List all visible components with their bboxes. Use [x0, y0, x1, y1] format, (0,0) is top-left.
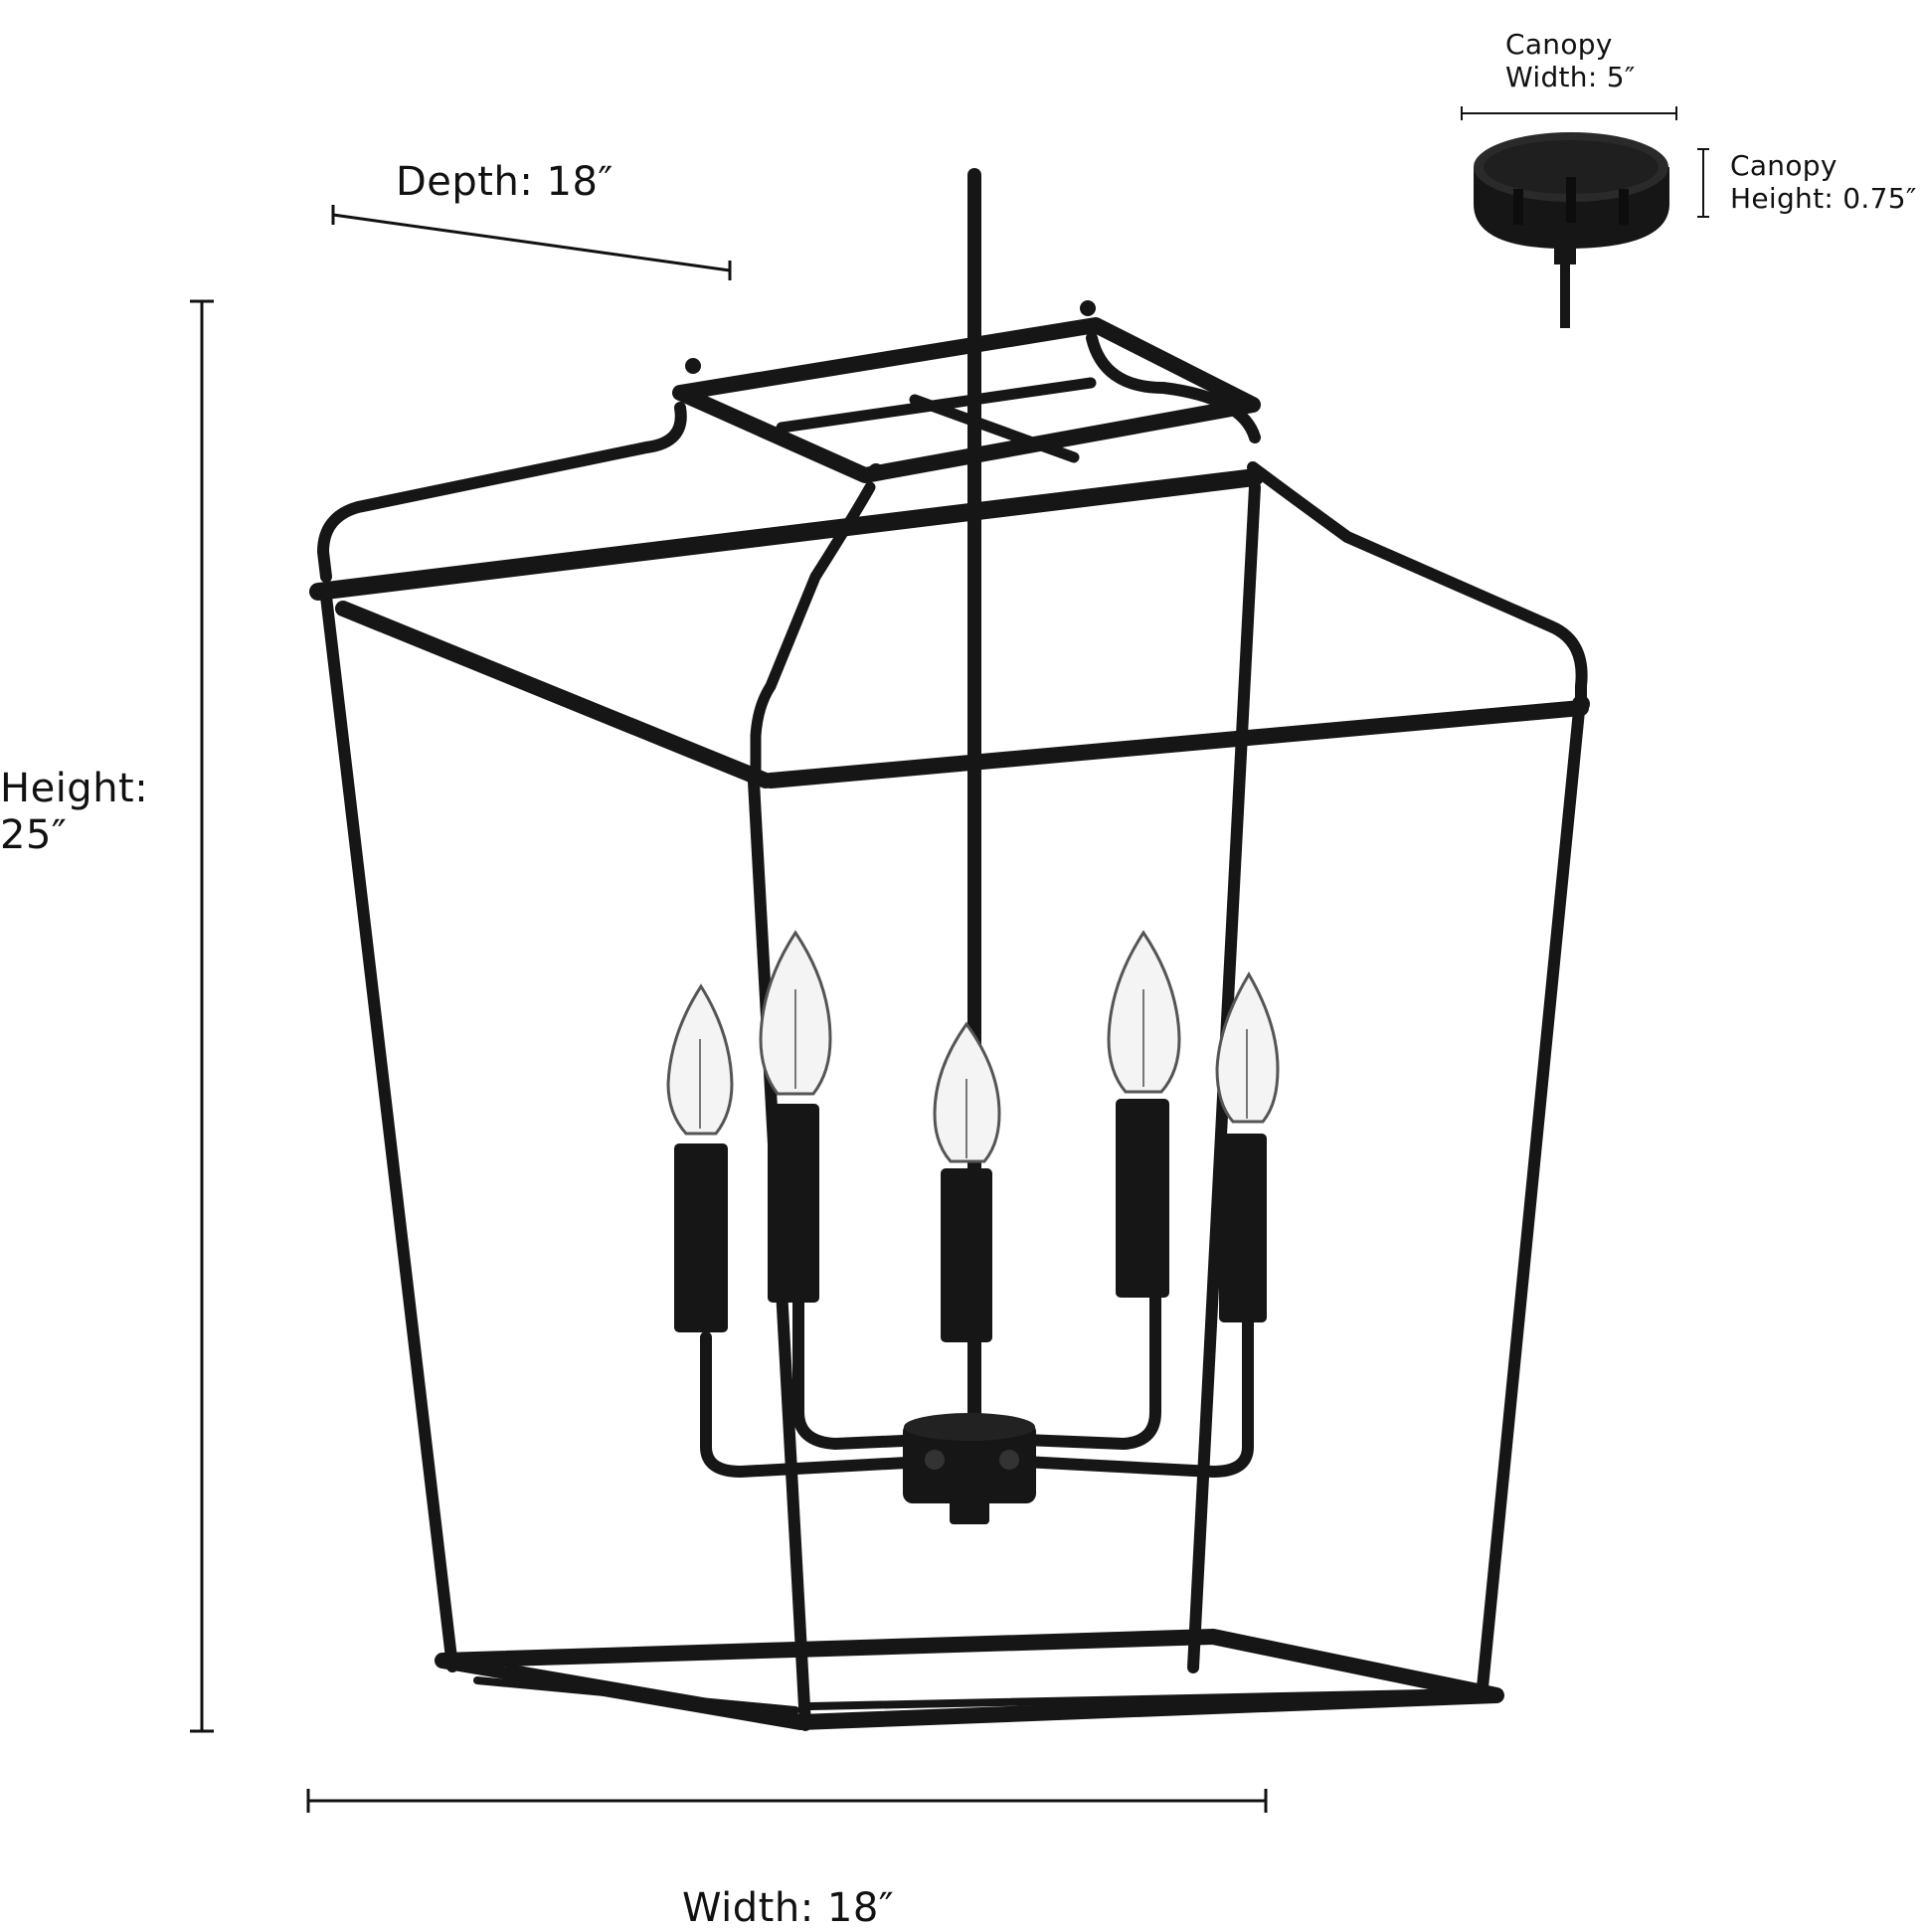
- candle-sockets: [674, 1099, 1267, 1342]
- depth-dimension-line: [331, 205, 732, 280]
- depth-label-text: Depth: 18″: [396, 159, 613, 205]
- width-label: Width: 18″: [682, 1885, 894, 1932]
- canopy-height-label-line2: Height: 0.75″: [1730, 182, 1917, 216]
- canopy-illustration: [1474, 132, 1669, 328]
- height-label-line2: 25″: [0, 812, 68, 859]
- canopy-width-label: Canopy Width: 5″: [1505, 28, 1636, 93]
- canopy-height-label-line1: Canopy: [1730, 149, 1838, 182]
- width-label-text: Width: 18″: [682, 1885, 895, 1931]
- bulb-filaments: [699, 989, 1248, 1158]
- candle-arms: [700, 1287, 1254, 1479]
- canopy-width-label-line2: Width: 5″: [1505, 61, 1636, 94]
- depth-label: Depth: 18″: [396, 159, 613, 206]
- width-dimension-line: [306, 1789, 1268, 1813]
- canopy-height-label: Canopy Height: 0.75″: [1730, 149, 1917, 215]
- canopy-width-dimension-line: [1461, 106, 1677, 120]
- height-label: Height: 25″: [0, 766, 148, 859]
- canopy-height-dimension-line: [1697, 148, 1709, 218]
- height-label-line1: Height:: [0, 766, 149, 811]
- height-dimension-line: [190, 299, 214, 1733]
- canopy-width-label-line1: Canopy: [1505, 28, 1613, 61]
- center-hub: [903, 1413, 1036, 1524]
